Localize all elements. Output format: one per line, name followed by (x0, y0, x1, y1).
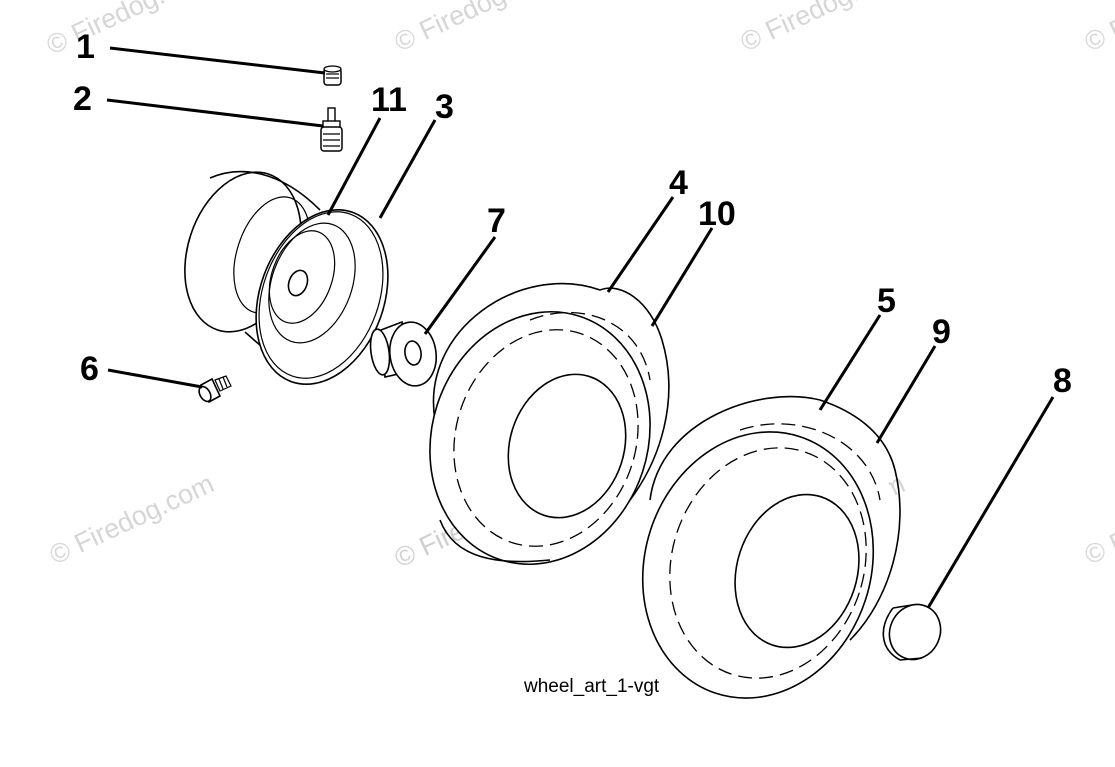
callout-5: 5 (877, 282, 896, 320)
watermark-2: © Firedog.com (390, 0, 564, 57)
callout-8: 8 (1053, 362, 1072, 400)
callout-10: 10 (698, 195, 736, 233)
callout-1: 1 (76, 28, 95, 66)
rim-part (184, 170, 389, 385)
leader-1 (109, 46, 326, 75)
leader-3 (378, 119, 437, 219)
callout-4: 4 (669, 164, 688, 202)
watermark-4: © Firedog.com (1080, 0, 1115, 57)
watermark-3: © Firedog.com (736, 0, 910, 57)
leader-5 (818, 314, 882, 411)
watermark-5: © Firedog.com (45, 468, 219, 570)
leader-10 (650, 227, 714, 327)
leader-2 (106, 98, 324, 128)
hub-cap-part (882, 603, 942, 661)
grease-fitting-part (198, 375, 232, 404)
valve-stem-part (320, 107, 343, 152)
callout-6: 6 (80, 350, 99, 388)
diagram-caption: wheel_art_1-vgt (523, 676, 660, 697)
callout-numbers: 1 2 11 3 7 4 10 5 9 8 6 (73, 28, 1072, 400)
bushing-part (369, 320, 438, 387)
callout-3: 3 (435, 88, 454, 126)
callout-2: 2 (73, 80, 92, 118)
rear-tire-part (641, 395, 901, 699)
leader-9 (875, 345, 937, 444)
callout-11: 11 (371, 81, 407, 119)
front-tire-part (429, 281, 670, 566)
leader-7 (423, 236, 497, 335)
leader-4 (606, 196, 675, 293)
leader-lines (106, 46, 1055, 609)
leader-8 (926, 396, 1055, 609)
callout-7: 7 (487, 202, 506, 240)
leader-6 (107, 368, 203, 389)
leader-11 (326, 117, 382, 216)
callout-9: 9 (932, 313, 951, 351)
valve-cap-part (323, 65, 342, 86)
watermark-7: © Firedog.com (1080, 468, 1115, 570)
